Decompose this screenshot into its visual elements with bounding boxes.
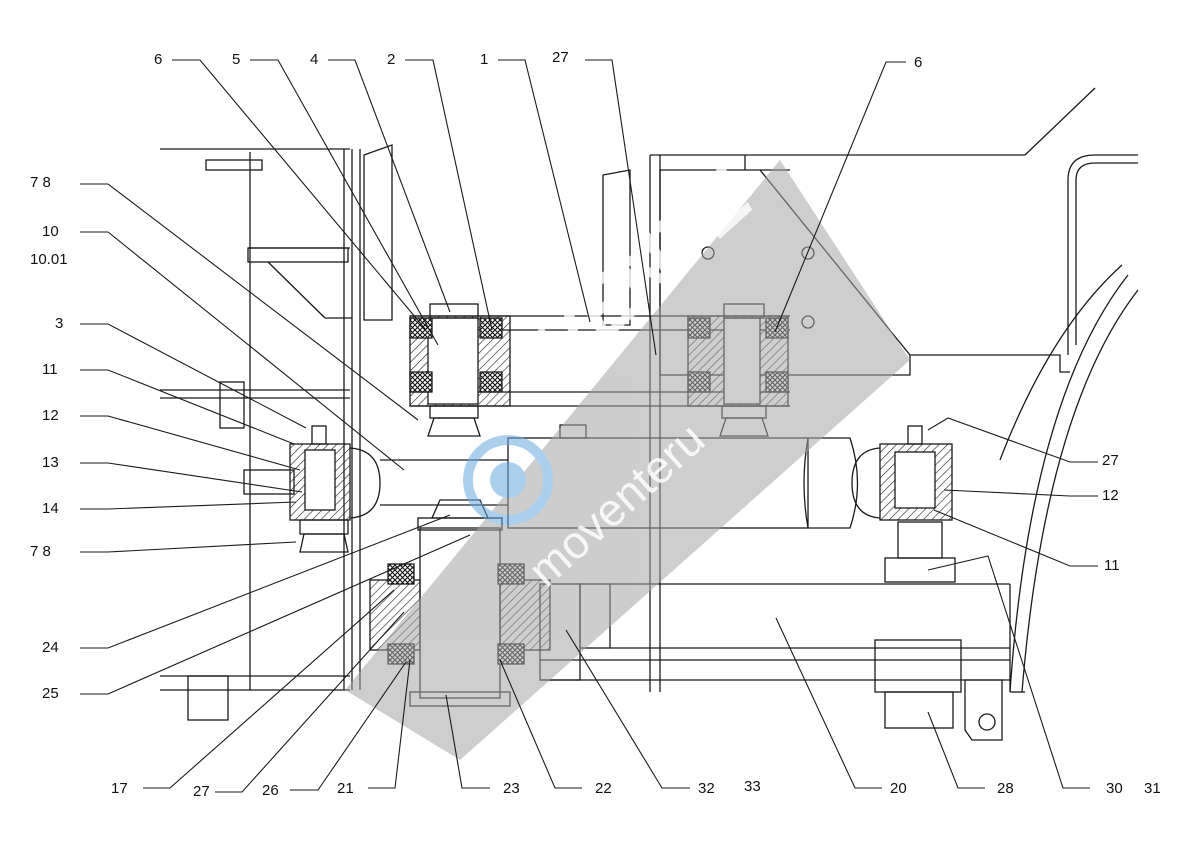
callout-left-7: 13 — [42, 454, 59, 471]
callout-top-3: 4 — [310, 51, 319, 68]
callout-left-4: 3 — [55, 315, 64, 332]
callout-top-7: 6 — [914, 54, 923, 71]
callout-right-3: 11 — [1104, 557, 1120, 574]
callout-bottom-2: 27 — [193, 783, 210, 800]
callout-left-9: 7 8 — [30, 543, 51, 560]
callout-left-6: 12 — [42, 407, 59, 424]
callout-top-5: 1 — [480, 51, 489, 68]
callout-bottom-7: 32 — [698, 780, 715, 797]
callout-left-8: 14 — [42, 500, 59, 517]
callout-left-5: 11 — [42, 361, 58, 378]
callout-bottom-4: 21 — [337, 780, 354, 797]
callout-right-2: 12 — [1102, 487, 1119, 504]
callout-left-11: 25 — [42, 685, 59, 702]
callout-bottom-6: 22 — [595, 780, 612, 797]
callout-bottom-12: 31 — [1144, 780, 1161, 797]
callout-top-1: 6 — [154, 51, 163, 68]
callout-left-2: 10 — [42, 223, 59, 240]
callout-bottom-8: 33 — [744, 778, 761, 795]
callout-right-1: 27 — [1102, 452, 1119, 469]
callout-left-3: 10.01 — [30, 251, 68, 268]
callout-bottom-1: 17 — [111, 780, 128, 797]
callout-bottom-3: 26 — [262, 782, 279, 799]
callout-left-1: 7 8 — [30, 174, 51, 191]
callout-top-6: 27 — [552, 49, 569, 66]
callout-bottom-10: 28 — [997, 780, 1014, 797]
callout-top-4: 2 — [387, 51, 396, 68]
callout-bottom-11: 30 — [1106, 780, 1123, 797]
callout-bottom-9: 20 — [890, 780, 907, 797]
callout-top-2: 5 — [232, 51, 241, 68]
callout-left-10: 24 — [42, 639, 59, 656]
callout-bottom-5: 23 — [503, 780, 520, 797]
